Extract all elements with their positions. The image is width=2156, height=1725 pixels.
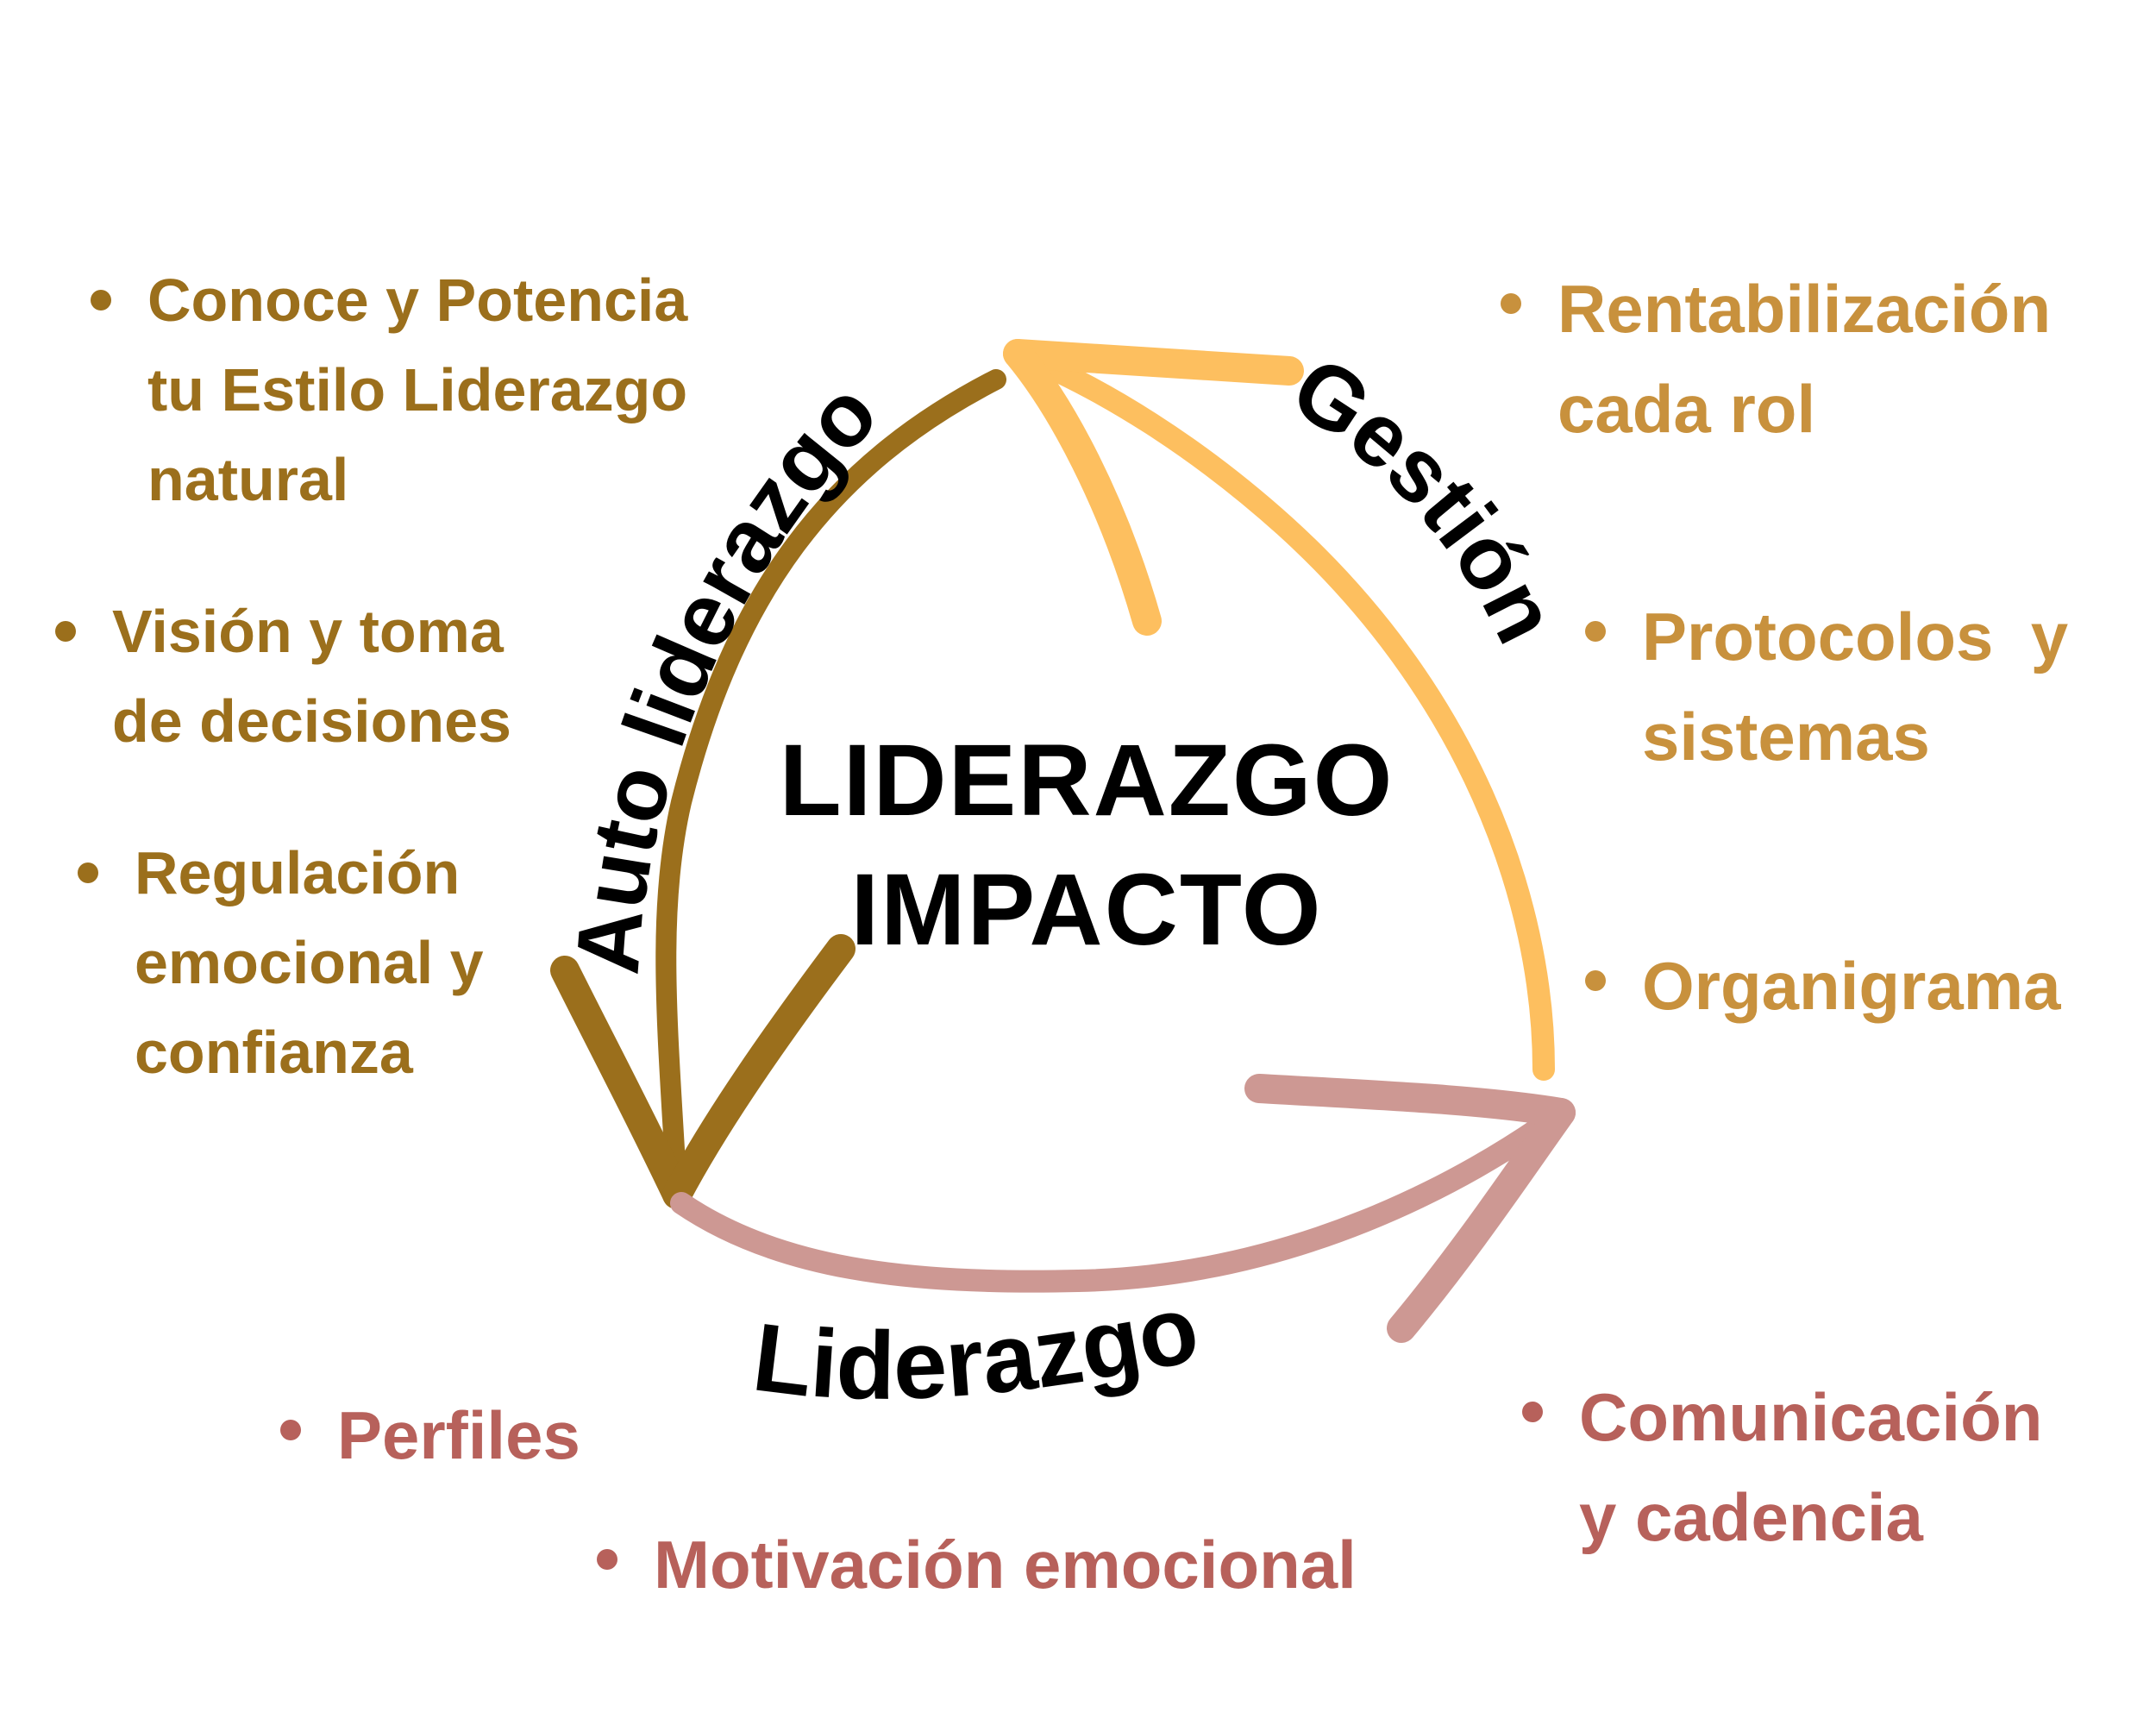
center-title-line2: IMPACTO bbox=[850, 853, 1323, 967]
list-item: Comunicación y cadencia bbox=[1522, 1367, 2042, 1567]
list-item: Motivación emocional bbox=[597, 1515, 1357, 1615]
liderazgo-arrow bbox=[670, 1074, 1576, 1343]
liderazgo-list: Comunicación y cadencia bbox=[1522, 1367, 2042, 1567]
center-title-line1: LIDERAZGO bbox=[779, 724, 1395, 837]
auto-liderazgo-list: Conoce y Potencia tu Estilo Liderazgo na… bbox=[91, 255, 687, 524]
auto-liderazgo-list: Visión y toma de decisiones bbox=[55, 586, 511, 766]
gestion-list: Protocolos y sistemas bbox=[1585, 586, 2068, 787]
list-item: Conoce y Potencia tu Estilo Liderazgo na… bbox=[91, 255, 687, 524]
gestion-list: Rentabilización cada rol bbox=[1501, 259, 2051, 459]
liderazgo-list: Motivación emocional bbox=[597, 1515, 1357, 1615]
list-item: Protocolos y sistemas bbox=[1585, 586, 2068, 787]
list-item: Organigrama bbox=[1585, 936, 2060, 1036]
list-item: Perfiles bbox=[280, 1385, 580, 1485]
center-title: LIDERAZGO IMPACTO bbox=[742, 716, 1432, 975]
list-item: Visión y toma de decisiones bbox=[55, 586, 511, 766]
list-item: Rentabilización cada rol bbox=[1501, 259, 2051, 459]
gestion-list: Organigrama bbox=[1585, 936, 2060, 1036]
liderazgo-list: Perfiles bbox=[280, 1385, 580, 1485]
auto-liderazgo-arrow bbox=[550, 369, 1006, 1209]
auto-liderazgo-list: Regulación emocional y confianza bbox=[78, 828, 484, 1097]
liderazgo-label: Liderazgo bbox=[748, 1274, 1207, 1420]
list-item: Regulación emocional y confianza bbox=[78, 828, 484, 1097]
gestion-arrow bbox=[1003, 339, 1555, 1081]
